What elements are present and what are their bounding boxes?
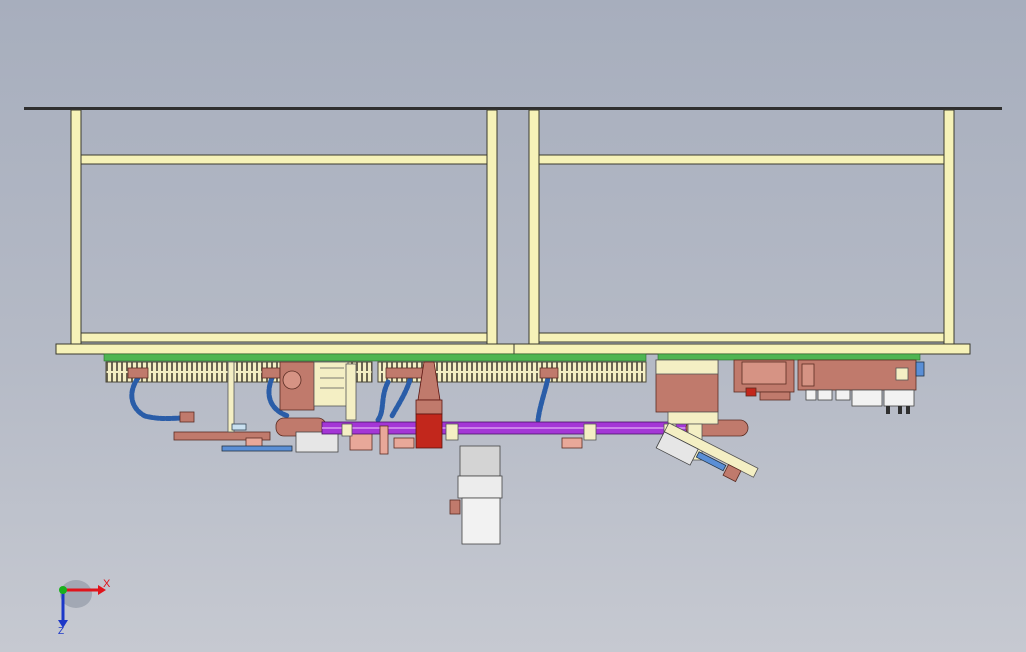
- y-axis-dot: [59, 586, 67, 594]
- control-units: [733, 359, 925, 401]
- green-rails: [103, 353, 921, 362]
- conveyor-feet: [379, 425, 583, 455]
- left-arm-assembly: [173, 361, 293, 452]
- axis-triad: X Z: [58, 578, 111, 637]
- gearbox-assembly: [275, 361, 373, 453]
- red-spindle-motor: [415, 361, 443, 449]
- coolant-hoses: [129, 375, 551, 423]
- x-axis-label: X: [103, 578, 111, 590]
- vent-strips: [105, 361, 647, 383]
- hose-nozzles: [127, 367, 559, 423]
- z-axis-label: Z: [58, 626, 64, 637]
- frame-right: [528, 109, 955, 347]
- frame-left: [70, 109, 498, 347]
- connector-blocks: [805, 389, 915, 407]
- gray-motor: [449, 445, 503, 545]
- top-plate-edge: [24, 107, 1002, 110]
- angled-arm: [655, 422, 759, 483]
- base-beam: [55, 343, 971, 355]
- sensor-tips: [886, 406, 910, 414]
